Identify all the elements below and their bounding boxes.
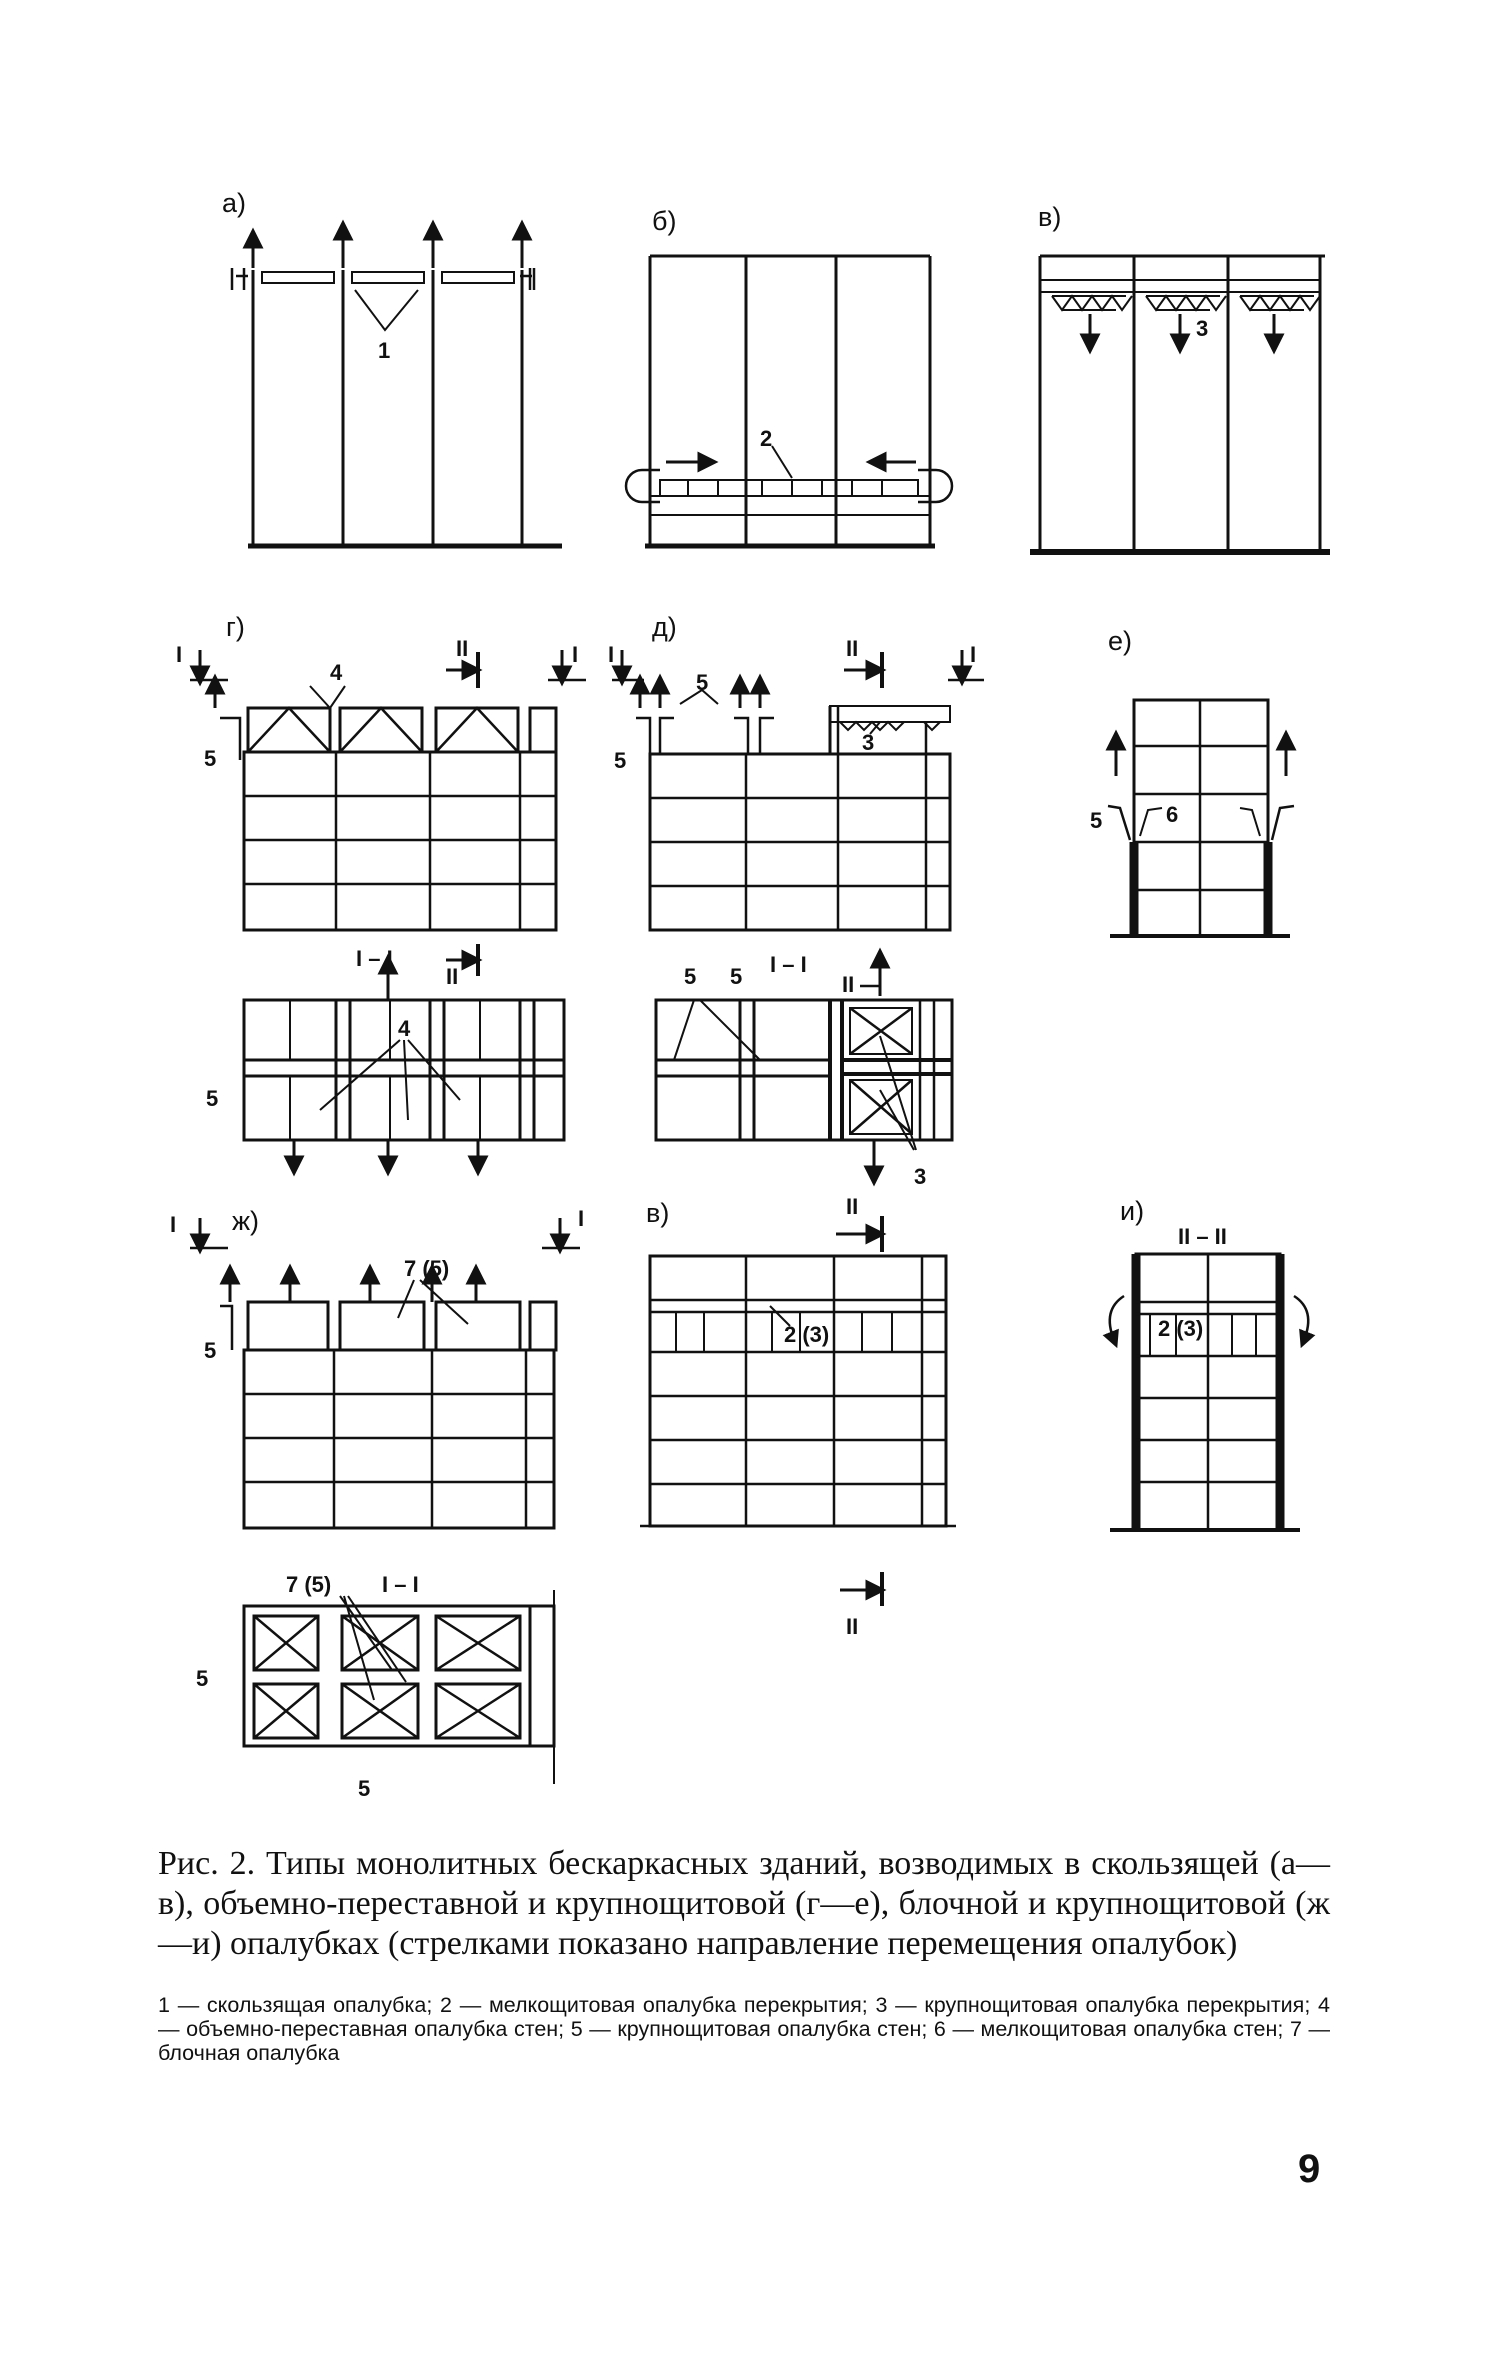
callout-3-d-plan: 3 [914, 1164, 926, 1189]
panel-g-plan [242, 944, 566, 1177]
section-mark-I-g-left: I [176, 642, 182, 667]
callout-5-e: 5 [1090, 808, 1102, 833]
panel-label-g: г) [226, 612, 245, 642]
callout-1: 1 [378, 338, 390, 363]
section-mark-II-v2-bottom: II [846, 1614, 858, 1639]
callout-5-zh: 5 [204, 1338, 216, 1363]
callout-2: 2 [760, 426, 772, 451]
figure-caption-text: Рис. 2. Типы монолитных бескаркасных зда… [158, 1845, 1330, 1962]
figure-caption: Рис. 2. Типы монолитных бескаркасных зда… [158, 1844, 1330, 1964]
panel-label-e: е) [1108, 626, 1132, 656]
section-mark-II-d-plan: II [842, 972, 854, 997]
callout-5-zh-plan-bottom: 5 [358, 1776, 370, 1800]
section-mark-I-zh-right: I [578, 1206, 584, 1231]
callout-5-g-plan: 5 [206, 1086, 218, 1111]
panel-a-drawing [230, 219, 562, 549]
callout-2-3-i: 2 (3) [1158, 1316, 1203, 1341]
panel-g-drawing [189, 650, 586, 932]
section-mark-I-zh-left: I [170, 1212, 176, 1237]
section-mark-II-v2-top: II [846, 1194, 858, 1219]
callout-7-5-zh: 7 (5) [404, 1256, 449, 1281]
panel-d-drawing [611, 650, 984, 932]
callout-4-plan: 4 [398, 1016, 411, 1041]
panel-label-b: б) [652, 206, 676, 236]
section-mark-I-d-left: I [608, 642, 614, 667]
panel-label-d: д) [652, 612, 677, 642]
callout-7-5-zh-plan: 7 (5) [286, 1572, 331, 1597]
panel-i-drawing [1102, 1252, 1316, 1532]
panel-v2-drawing [640, 1216, 956, 1606]
panel-e-drawing [1105, 698, 1297, 938]
callout-5-d-left: 5 [614, 748, 626, 773]
section-mark-I-d-right: I [970, 642, 976, 667]
callout-5-d-plan-b: 5 [730, 964, 742, 989]
section-mark-I-I-zh-plan: I – I [382, 1572, 419, 1597]
callout-3-d: 3 [862, 730, 874, 755]
section-mark-I-g-right: I [572, 642, 578, 667]
figure-legend: 1 — скользящая опалубка; 2 — мелкощитова… [158, 1993, 1330, 2065]
section-mark-II-II-i: II – II [1178, 1224, 1227, 1249]
panel-label-v2: в) [646, 1198, 669, 1228]
page-number: 9 [1298, 2147, 1321, 2191]
callout-5-zh-plan: 5 [196, 1666, 208, 1691]
panel-label-v: в) [1038, 202, 1061, 232]
panel-label-zh: ж) [232, 1206, 259, 1236]
panel-label-a: а) [222, 188, 246, 218]
section-mark-II-g-plan: II [446, 964, 458, 989]
callout-5-d-plan-a: 5 [684, 964, 696, 989]
callout-4-g: 4 [330, 660, 343, 685]
callout-2-3-v2: 2 (3) [784, 1322, 829, 1347]
callout-3-v: 3 [1196, 316, 1208, 341]
panel-d-plan [654, 947, 954, 1187]
figure-legend-text: 1 — скользящая опалубка; 2 — мелкощитова… [158, 1993, 1330, 2065]
section-mark-II-g: II [456, 636, 468, 661]
section-mark-I-I-g-plan: I – I [356, 946, 393, 971]
callout-5-g: 5 [204, 746, 216, 771]
panel-label-i: и) [1120, 1196, 1144, 1226]
callout-6-e: 6 [1166, 802, 1178, 827]
panel-b-drawing [624, 254, 954, 549]
panel-zh-drawing [189, 1218, 580, 1530]
figure-2-drawings: а) б) в) г) д) е) ж) в) и) 1 2 3 4 5 5 5… [170, 188, 1330, 1800]
panel-zh-plan [242, 1590, 556, 1784]
section-mark-II-d: II [846, 636, 858, 661]
callout-5-d: 5 [696, 670, 708, 695]
section-mark-I-I-d-plan: I – I [770, 952, 807, 977]
panel-v-drawing [1030, 254, 1330, 555]
